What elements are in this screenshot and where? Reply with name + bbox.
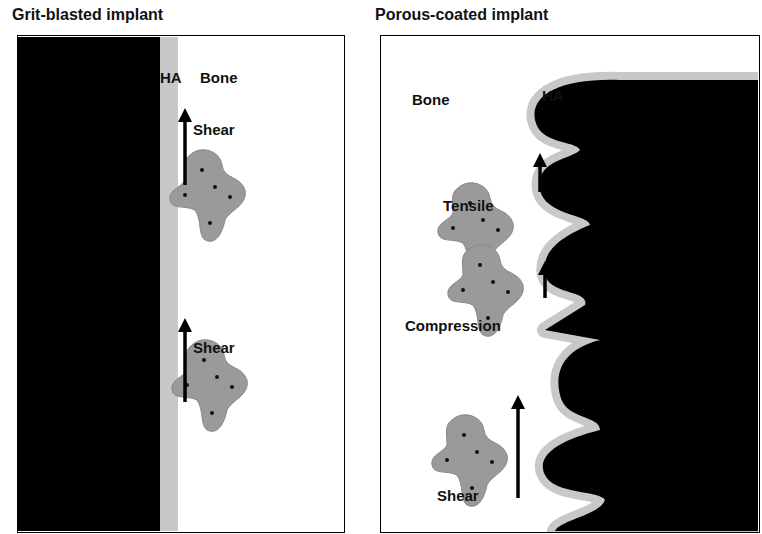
ha-coating: [160, 37, 178, 531]
compression-arrow: [543, 268, 547, 298]
bone-cell: [432, 415, 508, 507]
shear-arrow: [516, 402, 520, 498]
bone-cell: [170, 150, 246, 242]
ha-label: HA: [160, 70, 182, 87]
ha-coating: [534, 80, 758, 531]
force-label: Compression: [405, 318, 501, 335]
force-label: Shear: [193, 340, 235, 357]
implant-body: [18, 37, 160, 531]
implant-panel: Porous-coated implant: [380, 35, 760, 533]
force-label: Tensile: [443, 198, 494, 215]
porous-implant-body: [534, 80, 758, 531]
tensile-arrow: [538, 160, 542, 192]
force-label: Shear: [437, 488, 479, 505]
panel-heading: Porous-coated implant: [375, 6, 548, 24]
implant-panel: Grit-blasted implant: [17, 35, 345, 533]
bone-cell: [172, 340, 248, 432]
panel-heading: Grit-blasted implant: [12, 6, 163, 24]
ha-label: HA: [542, 88, 564, 105]
bone-label: Bone: [200, 70, 238, 87]
force-label: Shear: [193, 122, 235, 139]
bone-label: Bone: [412, 92, 450, 109]
shear-arrow: [183, 325, 187, 402]
shear-arrow: [183, 115, 187, 185]
